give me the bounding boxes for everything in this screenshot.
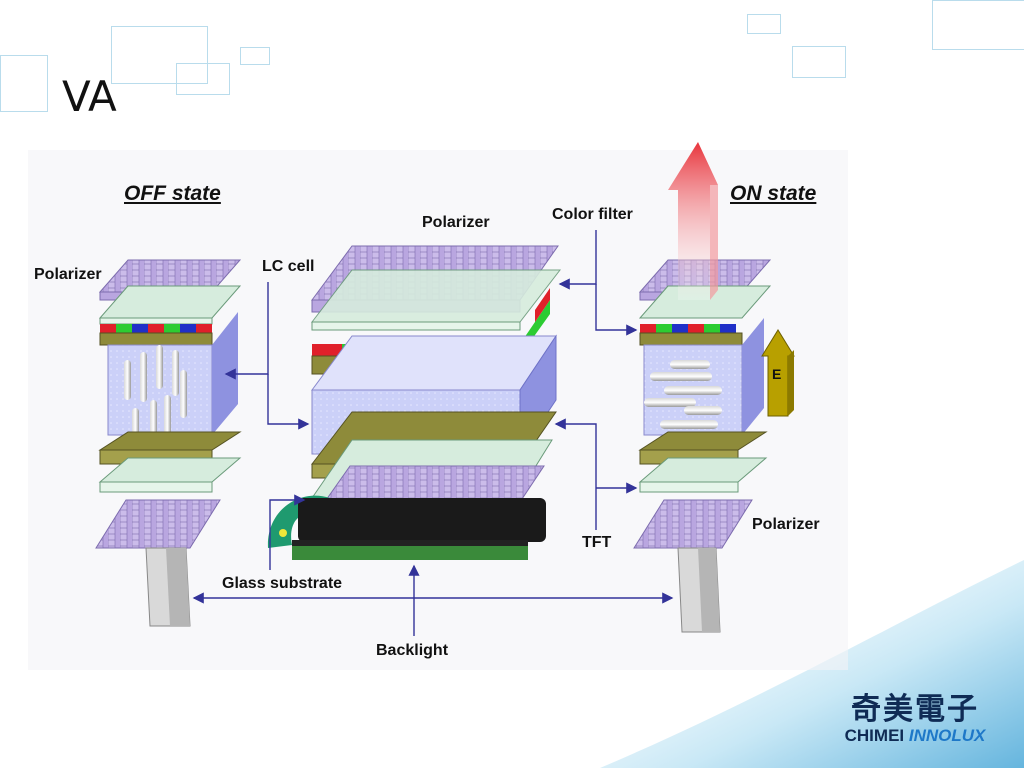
e-field-label: E (772, 366, 782, 382)
polarizer-left-label: Polarizer (34, 266, 102, 283)
deco-rect (747, 14, 781, 34)
logo-brand-b: INNOLUX (908, 726, 986, 745)
deco-rect (111, 26, 208, 84)
logo-chinese-text: 奇美電子 (851, 692, 979, 727)
light-output-arrow (668, 142, 718, 300)
deco-rect (932, 0, 1024, 50)
deco-rect (792, 46, 846, 78)
off-state-stack (95, 259, 242, 627)
color-filter-label: Color filter (552, 206, 633, 223)
deco-rect (0, 55, 48, 112)
logo-english-text: CHIMEI INNOLUX (830, 726, 1000, 746)
tft-label: TFT (582, 534, 612, 551)
chimei-innolux-logo: 奇美電子 CHIMEI INNOLUX (830, 684, 1000, 746)
logo-brand-a: CHIMEI (844, 726, 905, 745)
off-state-label: OFF state (124, 182, 221, 205)
connector-lines (192, 230, 674, 636)
polarizer-right-label: Polarizer (752, 516, 820, 533)
e-field-arrow (761, 329, 795, 417)
backlight-unit (267, 495, 546, 560)
slide-title: VA (62, 72, 117, 121)
backlight-label: Backlight (376, 642, 449, 659)
on-state-label: ON state (730, 182, 817, 205)
center-stack (310, 245, 562, 531)
glass-top-layer (310, 269, 562, 323)
on-state-stack (633, 142, 795, 633)
glass-substrate-label: Glass substrate (222, 575, 343, 592)
deco-rect (240, 47, 270, 65)
deco-rect (176, 63, 230, 95)
lc-cell-block (311, 335, 557, 391)
lc-cell-label: LC cell (262, 258, 315, 275)
polarizer-top-label: Polarizer (422, 214, 490, 231)
